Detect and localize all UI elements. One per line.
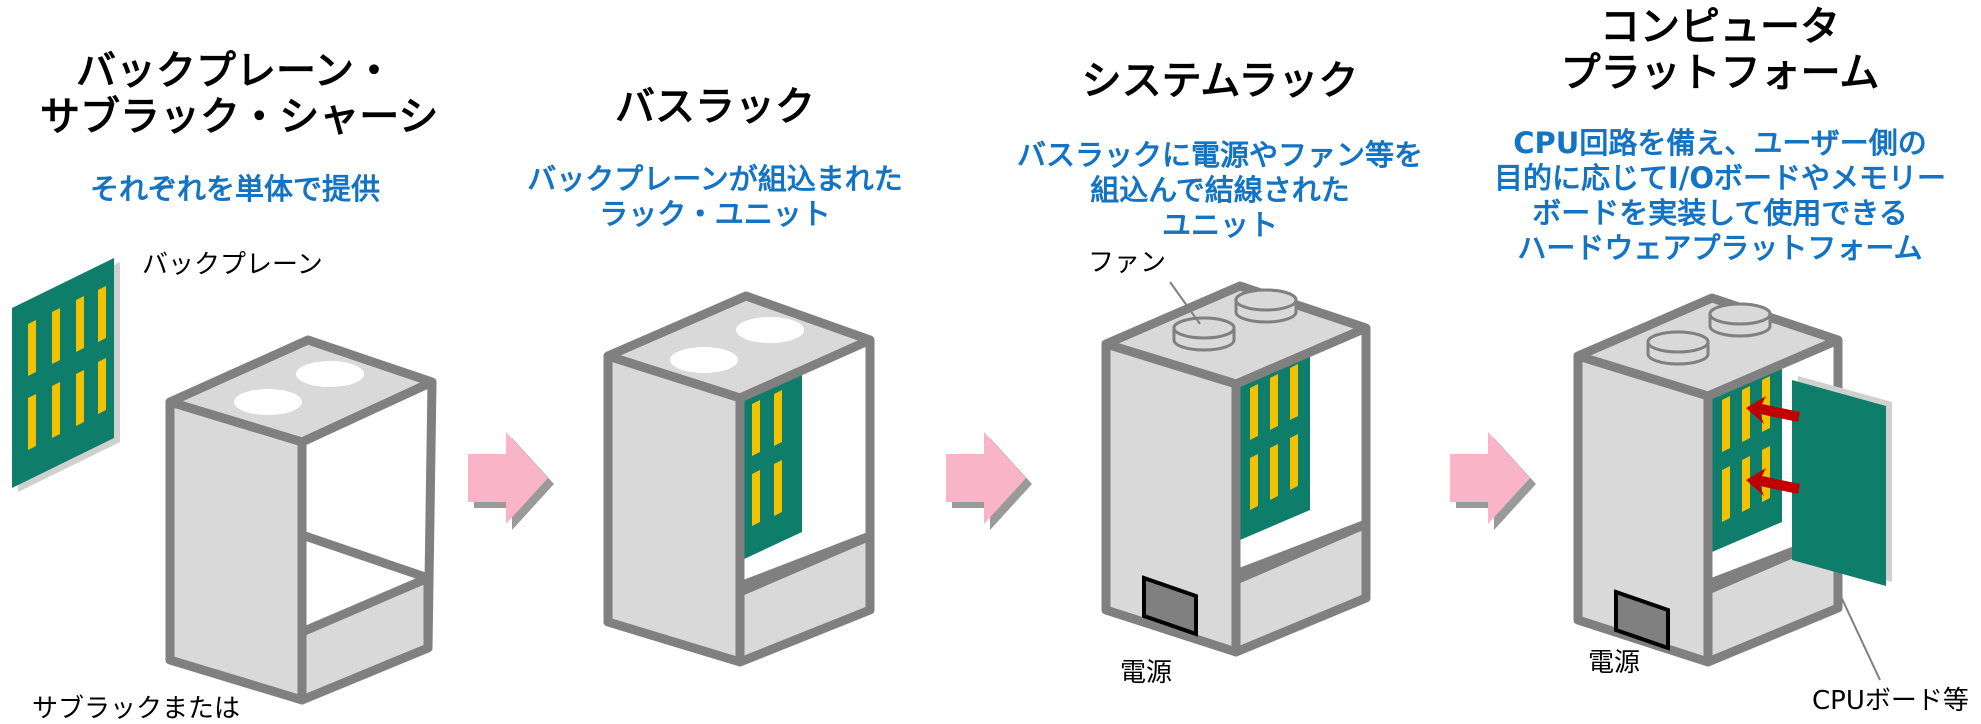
stage-4-title-line: コンピュータ xyxy=(1600,4,1840,50)
stage-2-title-line: バスラック xyxy=(615,84,815,130)
stage-3-subtitle: バスラックに電源やファン等を 組込んで結線された ユニット xyxy=(1000,138,1440,243)
progress-arrow-icon xyxy=(946,432,1032,530)
bus-rack-icon xyxy=(603,291,875,667)
computer-platform-icon xyxy=(1573,293,1892,681)
backplane-board-icon xyxy=(12,258,120,492)
progress-arrow-icon xyxy=(1450,432,1536,530)
stage-4-subtitle-line: ボードを実装して使用できる xyxy=(1532,196,1908,230)
stage-1-title-line: サブラック・シャーシ xyxy=(40,94,439,140)
stage-1-title: バックプレーン・ サブラック・シャーシ xyxy=(40,48,439,140)
stage-4-title-line: プラットフォーム xyxy=(1560,50,1880,96)
stage-3-subtitle-line: 組込んで結線された xyxy=(1090,173,1350,207)
stage-3-subtitle-line: ユニット xyxy=(1161,208,1278,242)
stage-2-subtitle-line: ラック・ユニット xyxy=(599,197,831,231)
system-rack-icon xyxy=(1101,281,1371,657)
stage-1-subtitle: それぞれを単体で提供 xyxy=(60,172,410,207)
stage-1-title-line: バックプレーン・ xyxy=(76,48,394,94)
stage-3-title-line: システムラック xyxy=(1081,58,1359,104)
subrack-chassis-icon xyxy=(165,335,437,705)
stage-4-subtitle: CPU回路を備え、ユーザー側の 目的に応じてI/Oボードやメモリー ボードを実装… xyxy=(1470,126,1970,266)
stage-2-subtitle-line: バックプレーンが組込まれた xyxy=(527,162,903,196)
stage-4-subtitle-line: 目的に応じてI/Oボードやメモリー xyxy=(1493,161,1947,195)
power-callout: 電源 xyxy=(1120,658,1173,688)
stage-4-title: コンピュータ プラットフォーム xyxy=(1520,4,1920,96)
stage-3-subtitle-line: バスラックに電源やファン等を xyxy=(1016,138,1423,172)
stage-3-title: システムラック xyxy=(1060,58,1380,104)
stage-1-subtitle-line: それぞれを単体で提供 xyxy=(89,172,380,206)
power-callout: 電源 xyxy=(1588,648,1641,678)
stage-2-subtitle: バックプレーンが組込まれた ラック・ユニット xyxy=(515,162,915,232)
stage-2-title: バスラック xyxy=(560,84,870,130)
backplane-callout: バックプレーン xyxy=(142,250,323,280)
cpu-board-callout: CPUボード等 xyxy=(1812,686,1969,716)
stage-4-subtitle-line: CPU回路を備え、ユーザー側の xyxy=(1513,126,1927,160)
progress-arrow-icon xyxy=(468,432,554,530)
fan-callout: ファン xyxy=(1088,248,1167,278)
stage-4-subtitle-line: ハードウェアプラットフォーム xyxy=(1517,231,1923,265)
subrack-callout: サブラックまたは xyxy=(32,694,241,724)
